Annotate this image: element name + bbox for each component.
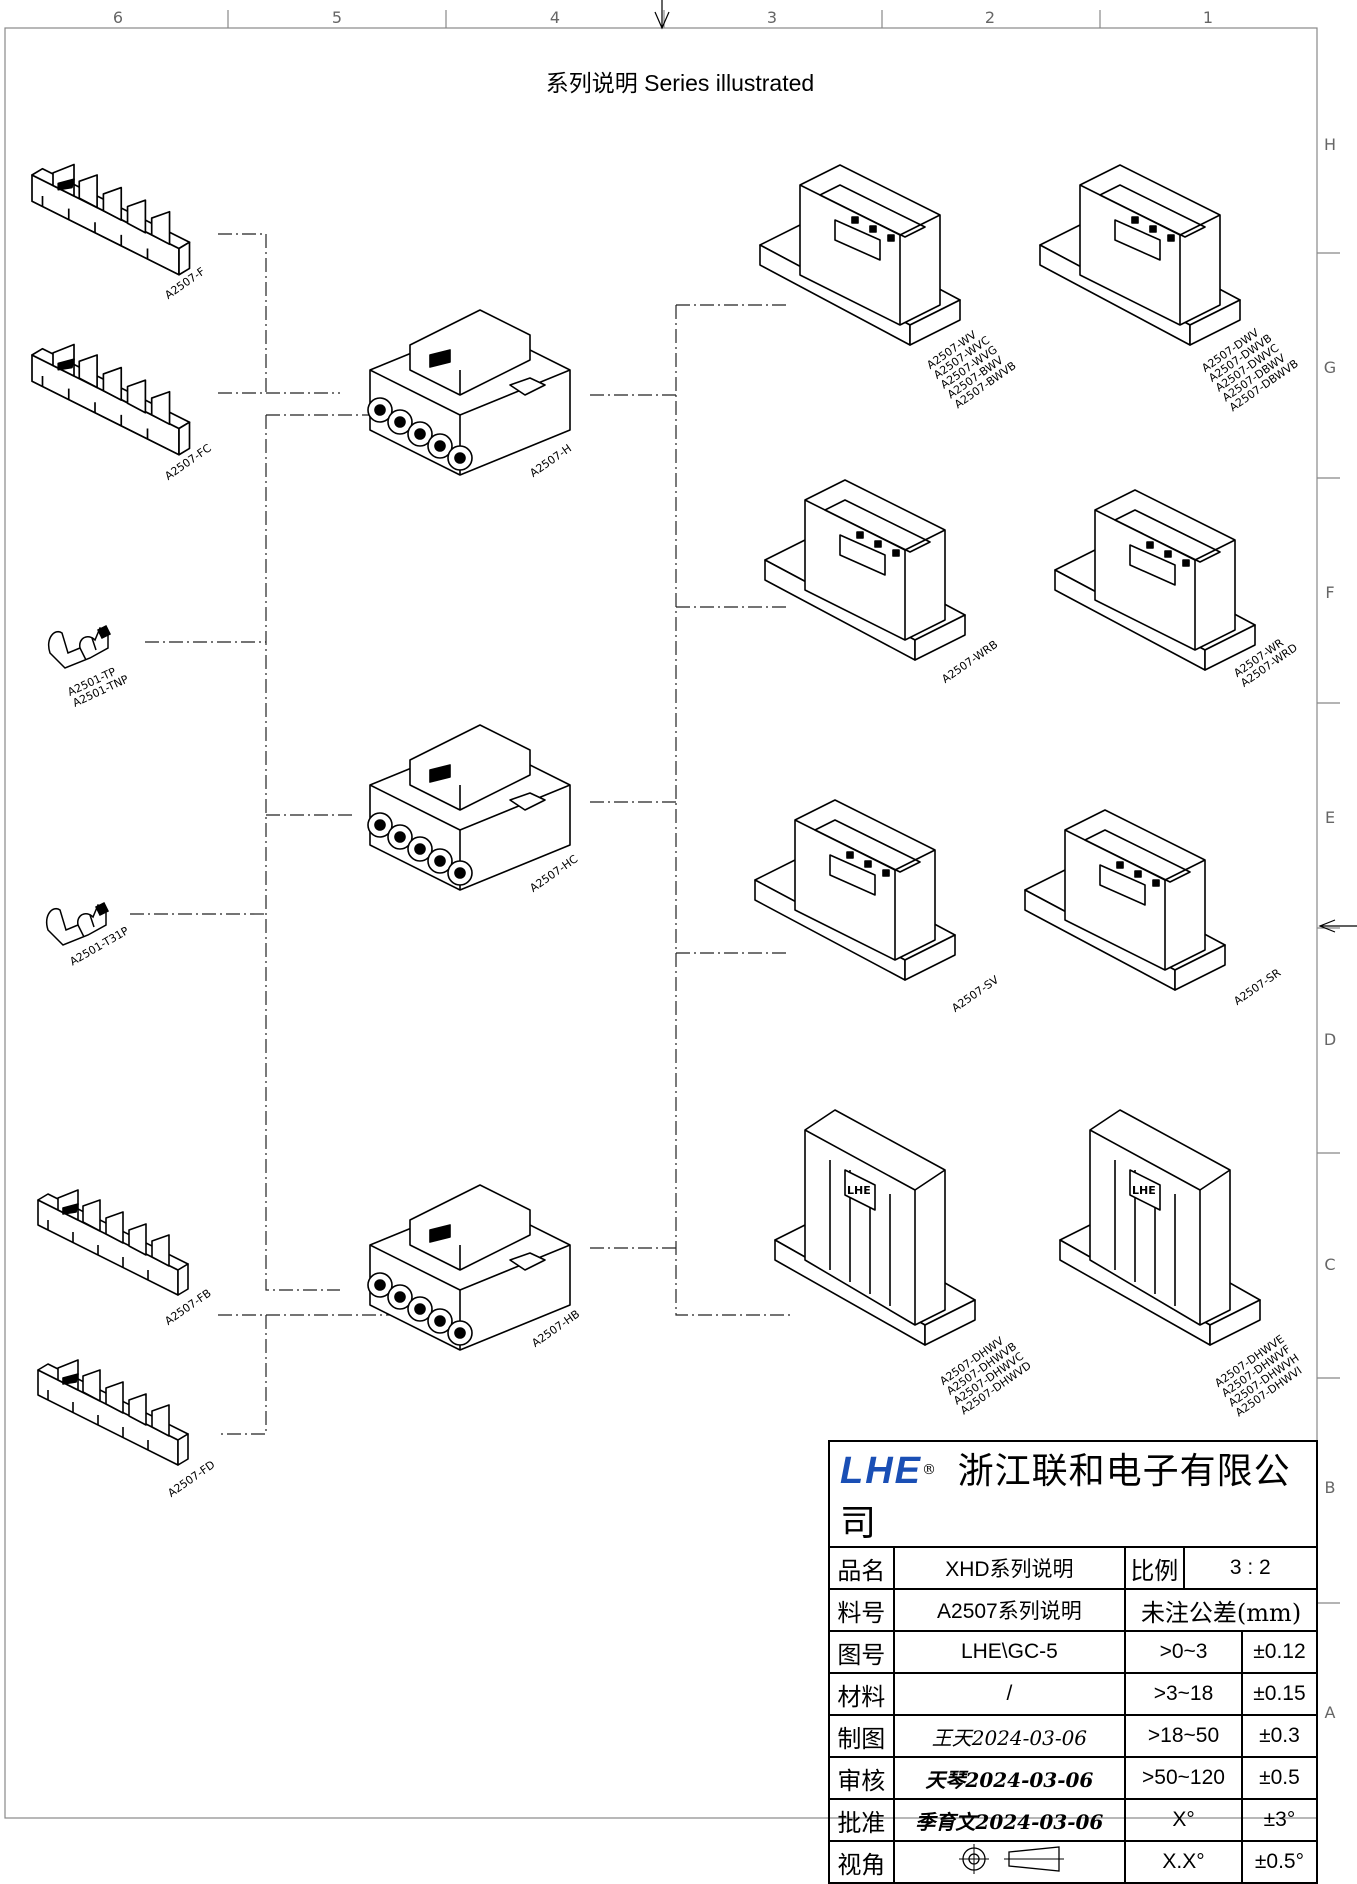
first-angle-projection-icon (959, 1844, 1065, 1874)
row-value-material: / (892, 1672, 1127, 1716)
tolerance-heading: 未注公差(mm) (1124, 1588, 1318, 1632)
part-a2507-wr-drawing (1054, 489, 1256, 671)
row-value-drawn-by: 王天2024-03-06 (892, 1714, 1127, 1758)
tolerance-value-4: ±0.5 (1240, 1756, 1319, 1800)
zone-right-h: H (1323, 135, 1337, 154)
row-value-part-no: A2507系列说明 (892, 1588, 1127, 1632)
part-a2507-fd-drawing (37, 1359, 189, 1466)
zone-right-e: E (1324, 808, 1336, 827)
zone-right-d: D (1323, 1030, 1337, 1049)
part-a2507-hc-drawing (367, 724, 571, 891)
row-label-drawn-by: 制图 (828, 1714, 895, 1758)
row-label-name: 品名 (828, 1546, 895, 1590)
row-label-drawing-no: 图号 (828, 1630, 895, 1674)
part-a2507-wv-drawing (759, 164, 961, 346)
part-a2507-dhwve-drawing (1059, 1109, 1261, 1346)
row-value-name: XHD系列说明 (892, 1546, 1127, 1590)
tolerance-value-5: ±3° (1240, 1798, 1319, 1842)
row-label-checked-by: 审核 (828, 1756, 895, 1800)
zone-right-f: F (1325, 583, 1335, 602)
zone-top-3: 3 (766, 8, 778, 27)
tolerance-range-4: >50~120 (1124, 1756, 1243, 1800)
registered-mark: ® (922, 1462, 936, 1478)
scale-label: 比例 (1124, 1546, 1185, 1590)
tolerance-range-1: >0~3 (1124, 1630, 1243, 1674)
part-a2507-hb-drawing (367, 1184, 571, 1351)
tolerance-range-3: >18~50 (1124, 1714, 1243, 1758)
zone-top-6: 6 (112, 8, 124, 27)
part-a2507-wrb-drawing (764, 479, 966, 661)
part-a2501-tp-drawing (47, 625, 111, 669)
part-a2507-sr-drawing (1024, 809, 1226, 991)
zone-right-b: B (1324, 1478, 1336, 1497)
company-logo: LHE (840, 1450, 922, 1492)
drawing-sheet: LHE 6 5 4 3 2 1 H G F E D C B A 系列说明 Se (4, 0, 1357, 1884)
tolerance-value-2: ±0.15 (1240, 1672, 1319, 1716)
row-label-approved-by: 批准 (828, 1798, 895, 1842)
connection-lines (130, 233, 790, 1435)
tolerance-range-2: >3~18 (1124, 1672, 1243, 1716)
title-block-header: LHE® 浙江联和电子有限公司 (828, 1440, 1318, 1548)
row-value-drawing-no: LHE\GC-5 (892, 1630, 1127, 1674)
zone-top-2: 2 (984, 8, 996, 27)
scale-value: 3 : 2 (1182, 1546, 1319, 1590)
tolerance-value-1: ±0.12 (1240, 1630, 1319, 1674)
company-name: 浙江联和电子有限公司 (840, 1451, 1291, 1544)
tolerance-range-5: X° (1124, 1798, 1243, 1842)
zone-right-g: G (1323, 358, 1337, 377)
zone-top-1: 1 (1202, 8, 1214, 27)
sheet-frame (4, 0, 1357, 1819)
tolerance-value-3: ±0.3 (1240, 1714, 1319, 1758)
row-label-material: 材料 (828, 1672, 895, 1716)
part-a2507-fc-drawing (31, 343, 191, 456)
zone-top-5: 5 (331, 8, 343, 27)
row-label-part-no: 料号 (828, 1588, 895, 1632)
tolerance-range-6: X.X° (1124, 1840, 1243, 1884)
drawing-title: 系列说明 Series illustrated (545, 70, 815, 96)
part-a2507-fb-drawing (37, 1189, 189, 1296)
title-block: LHE® 浙江联和电子有限公司 品名 XHD系列说明 比例 3 : 2 料号 A… (828, 1440, 1319, 1884)
part-a2507-dhwv-drawing (774, 1109, 976, 1346)
part-a2507-f-drawing (31, 163, 191, 276)
row-label-projection: 视角 (828, 1840, 895, 1884)
zone-right-c: C (1324, 1255, 1336, 1274)
row-value-approved-by: 季育文2024-03-06 (892, 1798, 1127, 1842)
projection-symbol (892, 1840, 1127, 1884)
zone-top-4: 4 (549, 8, 561, 27)
part-a2507-h-drawing (367, 309, 571, 476)
part-a2507-dwv-drawing (1039, 164, 1241, 346)
tolerance-value-6: ±0.5° (1240, 1840, 1319, 1884)
zone-right-a: A (1324, 1703, 1336, 1722)
drawing-canvas: LHE (4, 0, 1357, 1819)
row-value-checked-by: 天琴2024-03-06 (892, 1756, 1127, 1800)
